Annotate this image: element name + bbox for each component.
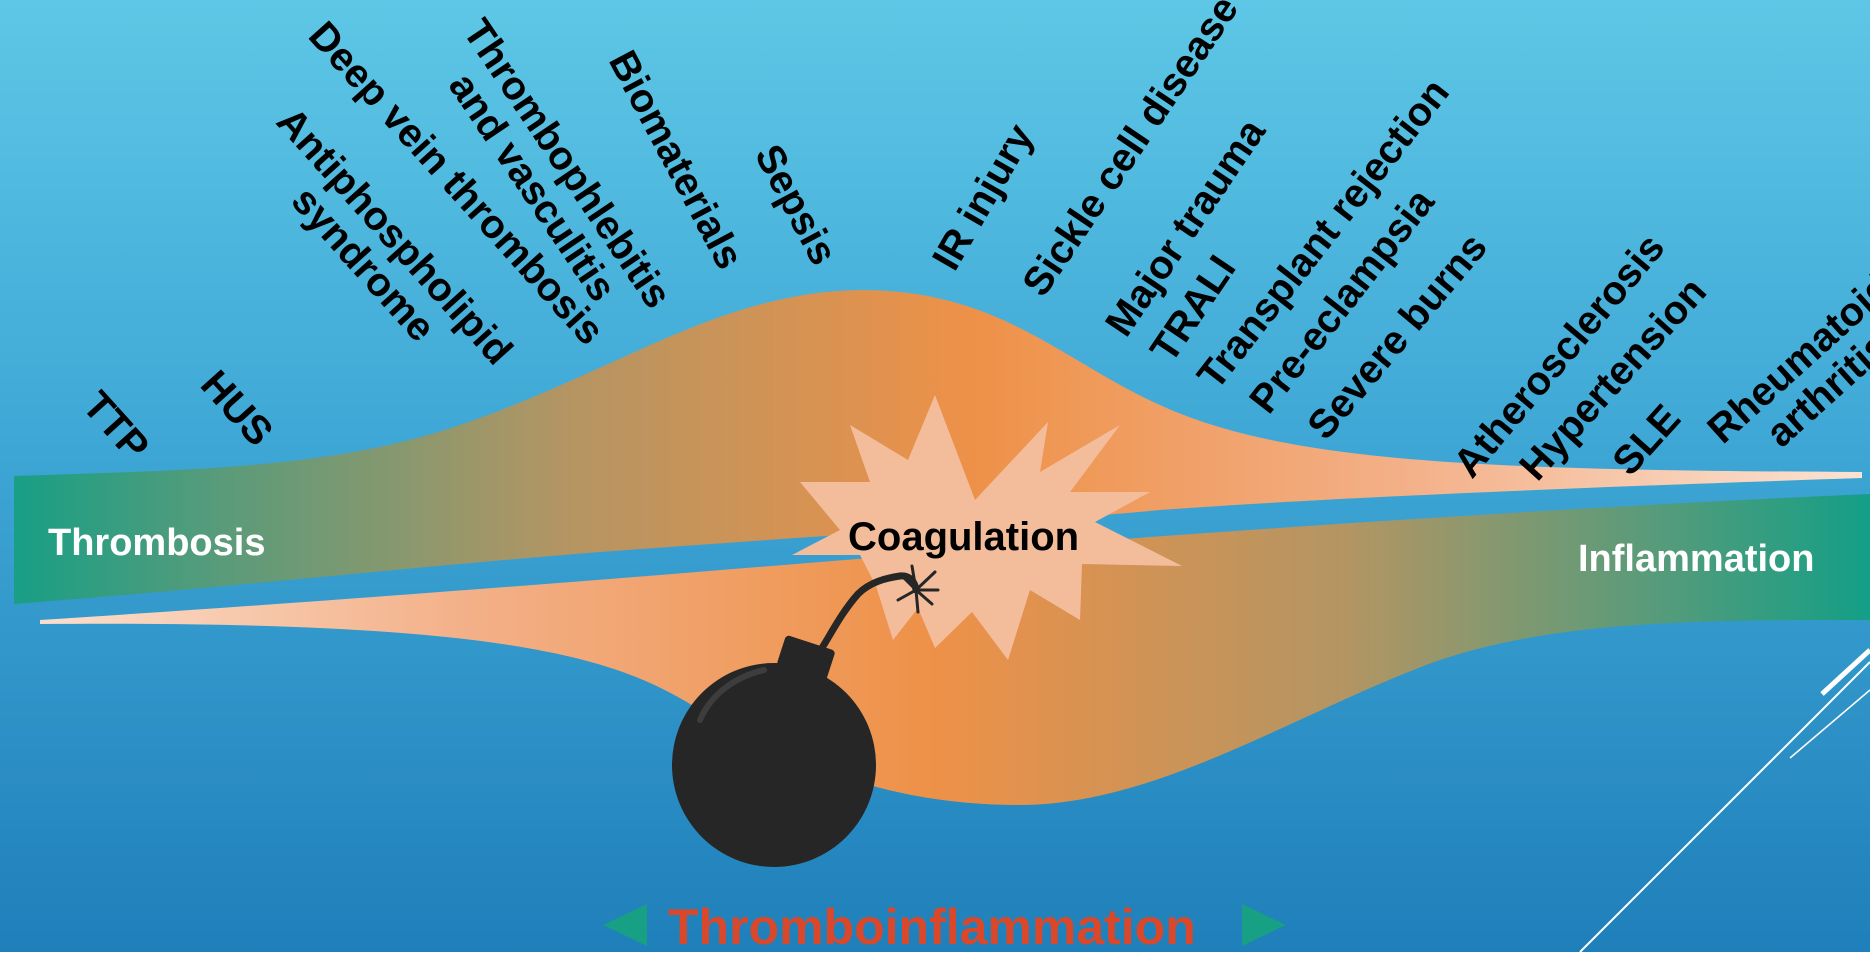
arrow-left-icon [603, 902, 649, 948]
thromboinflammation-label: Thromboinflammation [668, 898, 1196, 956]
decorative-lines [1580, 650, 1870, 952]
thrombosis-label: Thrombosis [48, 522, 265, 565]
coagulation-label: Coagulation [848, 515, 1079, 560]
arrow-right-icon [1240, 902, 1286, 948]
inflammation-label: Inflammation [1578, 538, 1814, 581]
